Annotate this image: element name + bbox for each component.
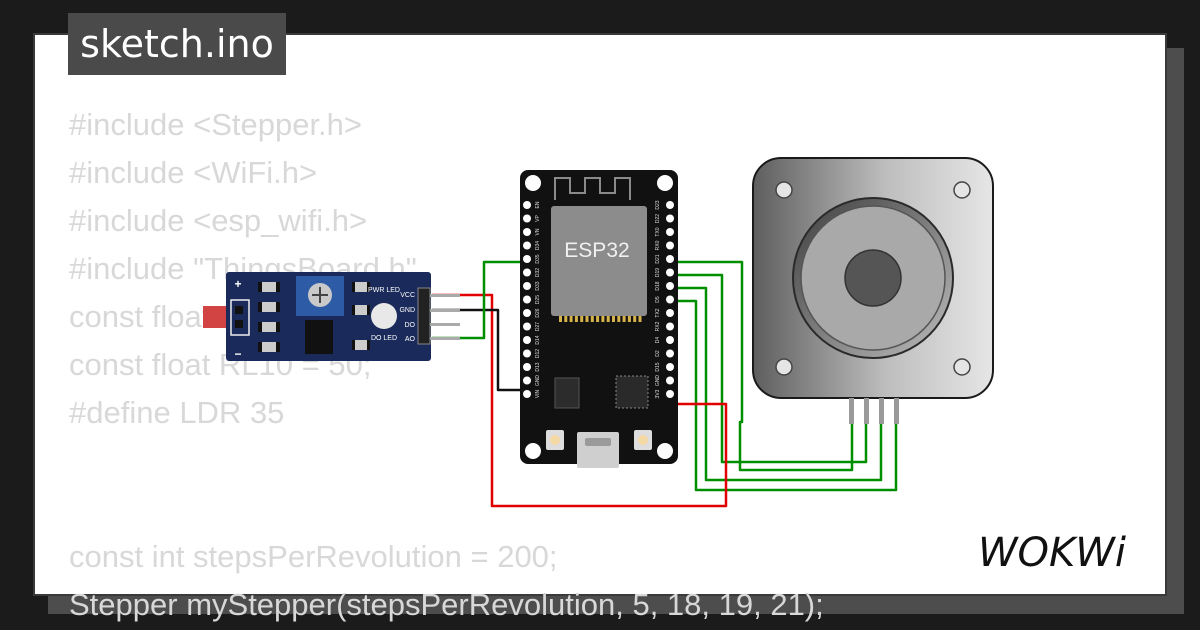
pin-rx0[interactable] — [666, 241, 674, 250]
plus-label: + — [234, 277, 241, 291]
wire-green[interactable] — [667, 286, 883, 482]
pin-label: D23 — [655, 200, 661, 209]
code-line: Stepper myStepper(stepsPerRevolution, 5,… — [69, 587, 824, 622]
pin-d15[interactable] — [666, 363, 674, 371]
pin-label: VN — [535, 228, 541, 235]
pin-d19[interactable] — [666, 268, 674, 277]
pin-label: D15 — [655, 362, 661, 371]
pin-label: TX0 — [655, 227, 661, 236]
pin-label: 3V3 — [655, 389, 661, 398]
pin-d33[interactable] — [523, 282, 531, 290]
pin-d32[interactable] — [523, 268, 531, 277]
pwr-led-label: PWR LED — [368, 287, 400, 294]
pin-vp[interactable] — [523, 214, 531, 223]
pin-label-gnd: GND — [399, 307, 415, 314]
pin-label: D26 — [535, 308, 541, 317]
pin-label: RX0 — [655, 240, 661, 250]
pin-label-vcc: VCC — [400, 292, 415, 299]
esp32-board[interactable]: ESP32 ENVPVND34D35D32D33D25D26D27D14D12D… — [520, 170, 678, 468]
pin-label: D19 — [655, 268, 661, 277]
wokwi-logo: WOKWi — [978, 530, 1126, 576]
pin-label: D33 — [535, 281, 541, 290]
pin-3v3[interactable] — [666, 390, 674, 398]
pin-d2[interactable] — [666, 349, 674, 358]
pin-label: VP — [535, 215, 541, 222]
pin-label: TX2 — [655, 308, 661, 317]
do-led-label: DO LED — [371, 335, 397, 342]
photoresistor — [203, 306, 229, 328]
pin-d5[interactable] — [666, 295, 674, 304]
pin-label: D35 — [535, 254, 541, 263]
pin-label: D13 — [535, 362, 541, 371]
pin-vin[interactable] — [523, 390, 531, 398]
pin-d12[interactable] — [523, 349, 531, 358]
pin-tx0[interactable] — [666, 228, 674, 236]
pin-label: EN — [535, 201, 541, 208]
pin-label: D5 — [655, 296, 661, 303]
pin-label: VIN — [535, 389, 541, 398]
code-line: const int stepsPerRevolution = 200; — [69, 539, 558, 574]
file-tab[interactable]: sketch.ino — [68, 13, 286, 75]
wire-black[interactable] — [432, 308, 527, 392]
minus-label: − — [234, 347, 241, 361]
wire-green[interactable] — [667, 299, 898, 492]
pin-d14[interactable] — [523, 336, 531, 344]
pin-label: D14 — [535, 335, 541, 344]
code-line: #include <esp_wifi.h> — [69, 203, 368, 238]
pin-label: D12 — [535, 349, 541, 358]
pin-d26[interactable] — [523, 309, 531, 317]
pin-d27[interactable] — [523, 322, 531, 331]
pin-d21[interactable] — [666, 255, 674, 263]
pin-label: D25 — [535, 295, 541, 304]
pin-label-do: DO — [405, 322, 416, 329]
pin-d34[interactable] — [523, 241, 531, 250]
pin-gnd[interactable] — [523, 376, 531, 385]
pin-label: D2 — [655, 350, 661, 357]
wire-green[interactable] — [667, 273, 868, 464]
wire-green[interactable] — [667, 260, 854, 472]
wire-green[interactable] — [432, 260, 527, 340]
pin-label-ao: AO — [405, 336, 416, 343]
code-line: #include <WiFi.h> — [69, 155, 318, 190]
pin-en[interactable] — [523, 201, 531, 209]
pin-label: D18 — [655, 281, 661, 290]
led-indicator — [371, 303, 397, 329]
code-line: #include <Stepper.h> — [69, 107, 363, 142]
pin-d35[interactable] — [523, 255, 531, 263]
pin-label: D21 — [655, 254, 661, 263]
pin-label: D4 — [655, 337, 661, 344]
pin-tx2[interactable] — [666, 309, 674, 317]
wire-red[interactable] — [432, 293, 728, 508]
pin-d13[interactable] — [523, 363, 531, 371]
pin-d4[interactable] — [666, 336, 674, 344]
ldr-sensor-module[interactable]: + − PWR LED DO LED VCC GND DO AO — [203, 272, 460, 361]
wires — [432, 260, 898, 508]
pin-label: D22 — [655, 214, 661, 223]
svg-text:WOKWi: WOKWi — [978, 530, 1126, 576]
esp32-label: ESP32 — [564, 239, 629, 262]
pin-d23[interactable] — [666, 201, 674, 209]
code-line: #define LDR 35 — [69, 395, 285, 430]
pin-vn[interactable] — [523, 228, 531, 236]
pin-d22[interactable] — [666, 214, 674, 223]
pin-label: D32 — [535, 268, 541, 277]
pin-label: GND — [535, 375, 541, 387]
stepper-motor[interactable] — [752, 157, 994, 424]
pin-gnd[interactable] — [666, 376, 674, 385]
pin-label: GND — [655, 375, 661, 387]
pin-rx2[interactable] — [666, 322, 674, 331]
pin-label: D34 — [535, 241, 541, 250]
pin-label: D27 — [535, 322, 541, 331]
pin-d25[interactable] — [523, 295, 531, 304]
pin-label: RX2 — [655, 321, 661, 331]
pin-d18[interactable] — [666, 282, 674, 290]
